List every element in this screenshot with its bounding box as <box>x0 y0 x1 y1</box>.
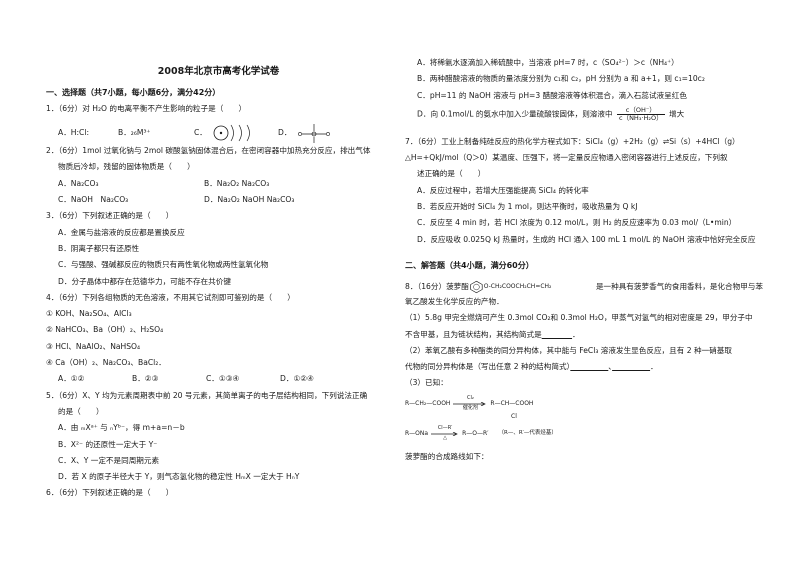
q2-option-a: A．Na₂CO₃ <box>58 178 99 188</box>
q1-option-a: A．H:Cl: <box>58 128 90 138</box>
q5-option-d: D．若 X 的原子半径大于 Y，则气态氢化物的稳定性 HₘX 一定大于 HₙY <box>58 472 300 482</box>
q1-stem: 1．（6分）对 H₂O 的电离平衡不产生影响的粒子是（ ） <box>46 103 247 113</box>
q4-item-1: ① KOH、Na₂SO₄、AlCl₃ <box>46 309 132 319</box>
q7-option-b: B．若反应开始时 SiCl₄ 为 1 mol，则达平衡时，吸收热量为 Q kJ <box>417 202 638 212</box>
q8-stem-prefix: 8．（16分）菠萝酯 <box>405 282 469 292</box>
q3-option-d: D．分子晶体中都存在范德华力，可能不存在共价键 <box>58 276 231 286</box>
q8-part1-blank[interactable] <box>542 330 572 339</box>
q7-option-a: A．反应过程中，若增大压强能提高 SiCl₄ 的转化率 <box>417 185 589 195</box>
reaction-2-arrow: Cl—R′ △ <box>431 426 459 441</box>
q7-stem-line3: 述正确的是（ ） <box>417 169 486 179</box>
q2-stem-line2: 物质后冷却，残留的固体物质是（ ） <box>58 162 195 172</box>
reaction-1-product-text: R—CH—COOH <box>490 400 534 407</box>
q8-part1-text: 不含甲基，且为链状结构，其结构简式是 <box>405 329 542 339</box>
q1-option-d: D． <box>278 121 348 145</box>
q8-stem-line1: 8．（16分）菠萝酯 O-CH₂COOCH₂CH=CH₂ 是一种具有菠萝香气的食… <box>405 277 763 297</box>
q2-option-b: B．Na₂O₂ Na₂CO₃ <box>204 178 270 188</box>
q6-option-d: D．向 0.1mol/L 的氨水中加入少量硫酸铵固体，则溶液中 c（OH⁻） c… <box>405 107 763 129</box>
q7-option-c: C．反应至 4 min 时，若 HCl 浓度为 0.12 mol/L，则 H₂ … <box>417 218 737 228</box>
q4-item-2: ② NaHCO₃、Ba（OH）₂、H₂SO₄ <box>46 325 164 335</box>
reaction-2-reagent: Cl—R′ <box>437 425 453 432</box>
q8-part2-separator: 、 <box>608 362 613 372</box>
q8-part2-text: 代物的同分异构体是（写出任意 2 种的结构简式） <box>405 362 571 372</box>
q5-stem-line1: 5．（6分）X、Y 均为元素周期表中前 20 号元素，其简单离子的电子层结构相同… <box>46 390 368 400</box>
atom-structure-icon <box>213 124 251 142</box>
reaction-2-product: R—O—R′ <box>462 430 489 437</box>
q6-option-d-text: D．向 0.1mol/L 的氨水中加入少量硫酸铵固体，则溶液中 <box>417 109 613 119</box>
q6-fraction-denominator: c（NH₃·H₂O） <box>619 113 663 122</box>
reaction-2: R—ONa Cl—R′ △ R—O—R′ （R—、R′—代表烃基） <box>405 424 763 444</box>
q7-stem-line2: △H=+QkJ/mol（Q＞0）某温度、压强下，将一定量反应物通入密闭容器进行上… <box>405 153 728 163</box>
q2-option-d: D．Na₂O₂ NaOH Na₂CO₃ <box>204 195 295 205</box>
right-column: A．将稀氨水逐滴加入稀硫酸中，当溶液 pH=7 时，c（SO₄²⁻）＞c（NH₄… <box>405 58 763 468</box>
reaction-1-arrow: Cl₂ 催化剂 <box>453 396 487 411</box>
q7-option-d: D．反应吸收 0.025Q kJ 热量时，生成的 HCl 通入 100 mL 1… <box>417 234 756 244</box>
reaction-2-note: （R—、R′—代表烃基） <box>498 430 557 437</box>
q8-part2-blank-2[interactable] <box>612 362 650 371</box>
q8-part1-line2: 不含甲基，且为链状结构，其结构简式是 ． <box>405 330 763 346</box>
q1-option-b: B．₂₆M³⁺ <box>118 128 151 138</box>
q8-stem-suffix: 是一种具有菠萝香气的食用香料，是化合物甲与苯 <box>595 282 763 292</box>
q6-option-a: A．将稀氨水逐滴加入稀硫酸中，当溶液 pH=7 时，c（SO₄²⁻）＞c（NH₄… <box>417 58 679 67</box>
section-answer-heading: 二、解答题（共4小题，满分60分） <box>405 260 534 270</box>
arrow-right-icon <box>453 401 487 406</box>
q5-option-a: A．由 ₘXᵃ⁺ 与 ₙYᵇ⁻，得 m+a=n－b <box>58 423 185 433</box>
q6-stem: 6．（6分）下列叙述正确的是（ ） <box>46 488 174 498</box>
q8-part2-end: ． <box>650 362 658 372</box>
q8-stem-line2: 氧乙酸发生化学反应的产物． <box>405 296 504 306</box>
reaction-1-substituent: Cl <box>511 412 517 420</box>
q2-stem-line1: 2．（6分）1mol 过氧化钠与 2mol 碳酸氢钠固体混合后，在密闭容器中加热… <box>46 146 371 156</box>
q3-option-b: B．阴离子都只有还原性 <box>58 243 140 253</box>
q8-part2-line1: （2）苯氧乙酸有多种酯类的同分异构体，其中能与 FeCl₃ 溶液发生显色反应，且… <box>405 345 732 355</box>
q2-options-row2: C．NaOH Na₂CO₃ D．Na₂O₂ NaOH Na₂CO₃ <box>46 195 391 211</box>
reaction-2-condition: △ <box>443 434 447 441</box>
q4-option-b: B．②③ <box>132 374 159 384</box>
reaction-1-condition: 催化剂 <box>462 404 478 411</box>
section-choice-heading: 一、选择题（共7小题，每小题6分，满分42分） <box>46 87 221 97</box>
q1-option-c: C． <box>194 121 278 145</box>
q8-part1-line1: （1）5.8g 甲完全燃烧可产生 0.3mol CO₂和 0.3mol H₂O，… <box>405 313 753 323</box>
arrow-right-icon <box>431 431 458 436</box>
q8-part2-blank-1[interactable] <box>570 362 608 371</box>
q6-option-b: B．两种醋酸溶液的物质的量浓度分别为 c₁和 c₂，pH 分别为 a 和 a+1… <box>417 74 705 84</box>
q7-stem-line1: 7．（6分）工业上制备纯硅反应的热化学方程式如下：SiCl₄（g）+2H₂（g）… <box>405 136 740 146</box>
q1-option-d-label: D． <box>278 128 292 138</box>
q6-option-d-fraction: c（OH⁻） c（NH₃·H₂O） <box>617 107 665 122</box>
q4-option-c: C．①③④ <box>206 374 240 384</box>
page-title: 2008年北京市高考化学试卷 <box>157 66 280 77</box>
q5-option-c: C．X、Y 一定不是同周期元素 <box>58 455 160 465</box>
q4-item-4: ④ Ca（OH）₂、Na₂CO₃、BaCl₂． <box>46 358 166 368</box>
molecule-structure-icon <box>297 124 330 144</box>
benzene-ring-icon <box>470 280 483 294</box>
q6-option-c: C．pH=11 的 NaOH 溶液与 pH=3 醋酸溶液等体积混合，滴入石蕊试液… <box>417 90 687 100</box>
q4-option-d: D．①②④ <box>280 374 314 384</box>
q4-stem: 4．（6分）下列各组物质的无色溶液，不用其它试剂即可鉴别的是（ ） <box>46 292 295 302</box>
q5-option-b: B．X²⁻ 的还原性一定大于 Y⁻ <box>58 439 158 449</box>
q8-synthesis-route-label: 菠萝酯的合成路线如下： <box>405 451 489 461</box>
q2-options-row1: A．Na₂CO₃ B．Na₂O₂ Na₂CO₃ <box>46 179 391 195</box>
reaction-1-reactant: R—CH₂—COOH <box>405 400 451 407</box>
q3-option-a: A．金属与盐溶液的反应都是置换反应 <box>58 227 185 237</box>
q6-fraction-numerator: c（OH⁻） <box>617 107 665 115</box>
q4-option-a: A．①② <box>58 374 85 384</box>
q2-option-c: C．NaOH Na₂CO₃ <box>58 195 129 205</box>
q1-option-c-label: C． <box>194 128 207 138</box>
reaction-1-reagent: Cl₂ <box>466 395 474 402</box>
left-column: 2008年北京市高考化学试卷 一、选择题（共7小题，每小题6分，满分42分） 1… <box>46 0 391 505</box>
q6-option-d-tail: 增大 <box>669 109 685 119</box>
q4-item-3: ③ HCl、NaAlO₂、NaHSO₄ <box>46 341 141 351</box>
q8-part3-heading: （3）已知： <box>405 378 448 388</box>
q8-part2-line2: 代物的同分异构体是（写出任意 2 种的结构简式） 、 ． <box>405 362 763 378</box>
q8-part1-end: ． <box>572 329 580 339</box>
q5-stem-line2: 的是（ ） <box>58 406 104 416</box>
reaction-1: R—CH₂—COOH Cl₂ 催化剂 R—CH—COOH <box>405 395 763 413</box>
reaction-2-reactant: R—ONa <box>405 430 429 437</box>
q4-options: A．①② B．②③ C．①③④ D．①②④ <box>46 374 391 390</box>
q3-option-c: C．与强酸、强碱都反应的物质只有两性氧化物或两性氢氧化物 <box>58 260 269 270</box>
reaction-1-product: R—CH—COOH <box>490 400 533 408</box>
q1-options: A．H:Cl: B．₂₆M³⁺ C． D． <box>46 120 391 146</box>
q3-stem: 3．（6分）下列叙述正确的是（ ） <box>46 211 174 221</box>
q8-formula: O-CH₂COOCH₂CH=CH₂ <box>483 283 552 291</box>
